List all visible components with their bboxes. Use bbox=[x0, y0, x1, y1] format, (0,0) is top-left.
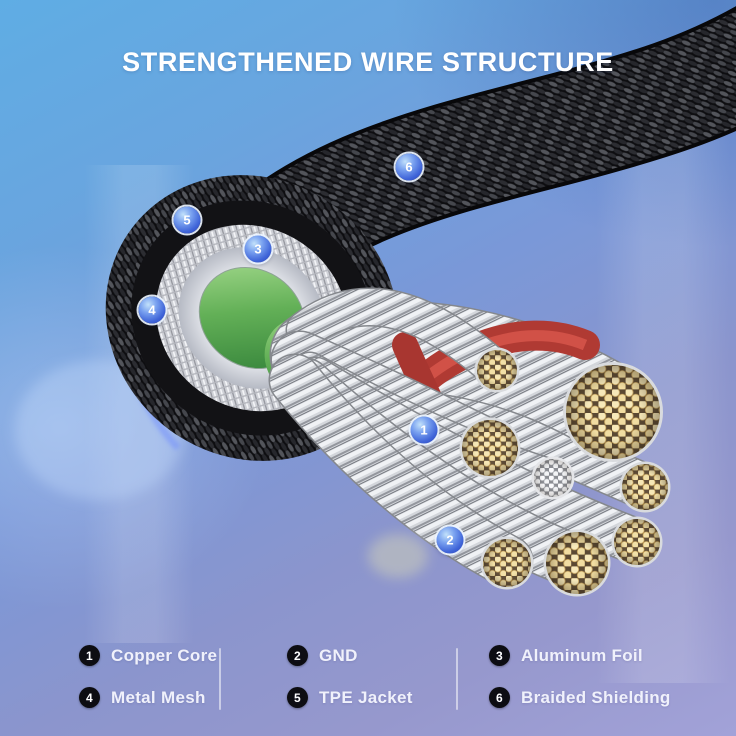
blurred-wire-end bbox=[368, 534, 428, 578]
marker-number: 1 bbox=[420, 422, 428, 438]
legend-item-tpe-jacket: 5 TPE Jacket bbox=[287, 687, 413, 708]
copper-strand-ends bbox=[459, 347, 671, 597]
marker-number: 6 bbox=[405, 159, 413, 175]
legend-item-braided-shielding: 6 Braided Shielding bbox=[489, 687, 671, 708]
legend-divider bbox=[456, 648, 458, 710]
strand-end bbox=[474, 347, 520, 393]
strand-end-large bbox=[563, 362, 663, 462]
legend-label: TPE Jacket bbox=[319, 687, 413, 707]
legend-item-gnd: 2 GND bbox=[287, 645, 358, 666]
legend-label: Braided Shielding bbox=[521, 687, 671, 707]
legend-item-aluminum-foil: 3 Aluminum Foil bbox=[489, 645, 643, 666]
marker-number: 3 bbox=[254, 241, 262, 257]
legend-item-copper-core: 1 Copper Core bbox=[79, 645, 217, 666]
legend-label: Aluminum Foil bbox=[521, 645, 643, 665]
strand-end bbox=[611, 516, 663, 568]
legend-badge: 1 bbox=[79, 645, 100, 666]
strand-end-large bbox=[543, 529, 611, 597]
callout-marker-6: 6 bbox=[395, 153, 423, 181]
page-title: STRENGTHENED WIRE STRUCTURE bbox=[122, 47, 614, 77]
legend-divider bbox=[219, 648, 221, 710]
legend-badge: 2 bbox=[287, 645, 308, 666]
legend-badge: 5 bbox=[287, 687, 308, 708]
legend-label: GND bbox=[319, 645, 358, 665]
marker-number: 5 bbox=[183, 212, 191, 228]
callout-marker-2: 2 bbox=[436, 526, 464, 554]
callout-marker-1: 1 bbox=[410, 416, 438, 444]
marker-number: 2 bbox=[446, 532, 454, 548]
callout-marker-5: 5 bbox=[173, 206, 201, 234]
legend-badge: 4 bbox=[79, 687, 100, 708]
legend-badge: 3 bbox=[489, 645, 510, 666]
legend-item-metal-mesh: 4 Metal Mesh bbox=[79, 687, 206, 708]
callout-marker-4: 4 bbox=[138, 296, 166, 324]
legend-label: Copper Core bbox=[111, 645, 218, 665]
strand-end bbox=[619, 461, 671, 513]
strand-end bbox=[480, 536, 534, 590]
callout-marker-3: 3 bbox=[244, 235, 272, 263]
legend-label: Metal Mesh bbox=[111, 687, 206, 707]
marker-number: 4 bbox=[148, 302, 156, 318]
strand-end bbox=[459, 417, 521, 479]
strand-end-white bbox=[531, 456, 575, 500]
legend-badge: 6 bbox=[489, 687, 510, 708]
